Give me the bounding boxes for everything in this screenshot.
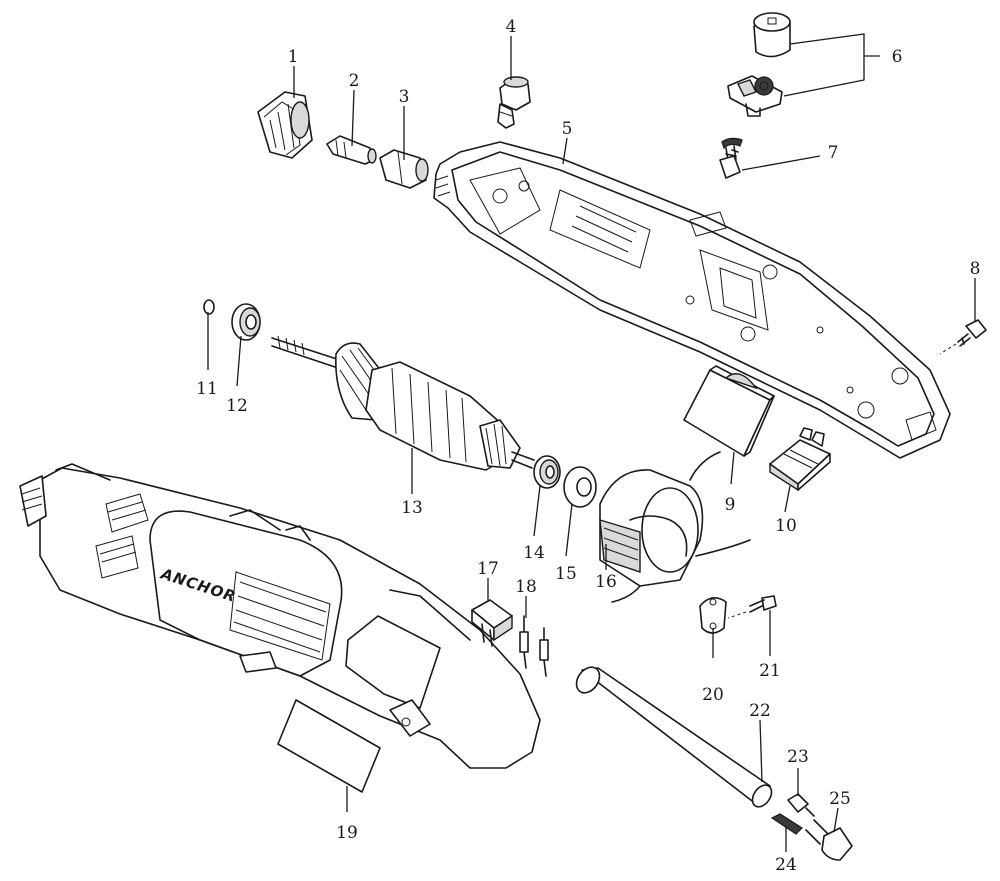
callout-24: 24 — [775, 855, 797, 875]
part-22-cable-sleeve — [575, 666, 773, 808]
part-4-lock-button — [497, 76, 531, 129]
callout-19: 19 — [336, 823, 358, 843]
part-7-carbon-brush — [719, 137, 743, 179]
part-17-capacitor — [471, 599, 513, 647]
callout-4: 4 — [506, 17, 517, 37]
part-21-screw — [727, 595, 777, 619]
callout-11: 11 — [196, 379, 218, 399]
callout-9: 9 — [725, 495, 736, 515]
part-10-rocker-switch — [769, 427, 831, 492]
callout-7: 7 — [828, 143, 839, 163]
callout-1: 1 — [288, 47, 299, 67]
part-24-terminal-strip — [770, 813, 803, 835]
part-18-resistors — [519, 615, 549, 677]
part-5-housing-half — [433, 141, 951, 459]
part-15-rubber-ring — [563, 466, 597, 508]
callout-8: 8 — [970, 259, 981, 279]
callout-17: 17 — [477, 559, 499, 579]
callout-18: 18 — [515, 577, 537, 597]
part-1-collet-nut — [257, 91, 313, 159]
part-11-circlip — [203, 299, 215, 315]
part-2-collet — [326, 135, 377, 165]
callout-25: 25 — [829, 789, 851, 809]
callout-16: 16 — [595, 572, 617, 592]
callout-13: 13 — [401, 498, 423, 518]
part-25-power-cord — [805, 819, 853, 861]
callout-3: 3 — [399, 87, 410, 107]
leader-lines — [207, 33, 976, 852]
part-13-armature — [271, 335, 535, 471]
part-8-screw — [939, 319, 987, 355]
callout-22: 22 — [749, 701, 771, 721]
part-12-bearing — [231, 303, 261, 341]
callout-6: 6 — [892, 47, 903, 67]
callout-21: 21 — [759, 661, 781, 681]
callout-12: 12 — [226, 396, 248, 416]
callout-2: 2 — [349, 71, 360, 91]
part-16-stator — [599, 451, 751, 603]
part-9-switch-cover — [683, 365, 775, 457]
callout-numbers: 1 2 3 4 5 6 7 8 9 10 11 12 13 14 15 16 1… — [196, 17, 980, 875]
part-20-cable-clamp — [699, 597, 727, 634]
part-19-label-plate — [277, 699, 381, 793]
part-3-spindle-sleeve — [379, 149, 429, 189]
callout-15: 15 — [555, 564, 577, 584]
tool-body-housing: ANCHOR — [19, 463, 541, 769]
part-23-terminal — [787, 793, 815, 817]
callout-20: 20 — [702, 685, 724, 705]
callout-5: 5 — [562, 119, 573, 139]
callout-14: 14 — [523, 543, 545, 563]
part-14-bearing — [533, 455, 561, 489]
callout-10: 10 — [775, 516, 797, 536]
part-6-brush-cap-and-holder — [727, 12, 791, 117]
callout-23: 23 — [787, 747, 809, 767]
